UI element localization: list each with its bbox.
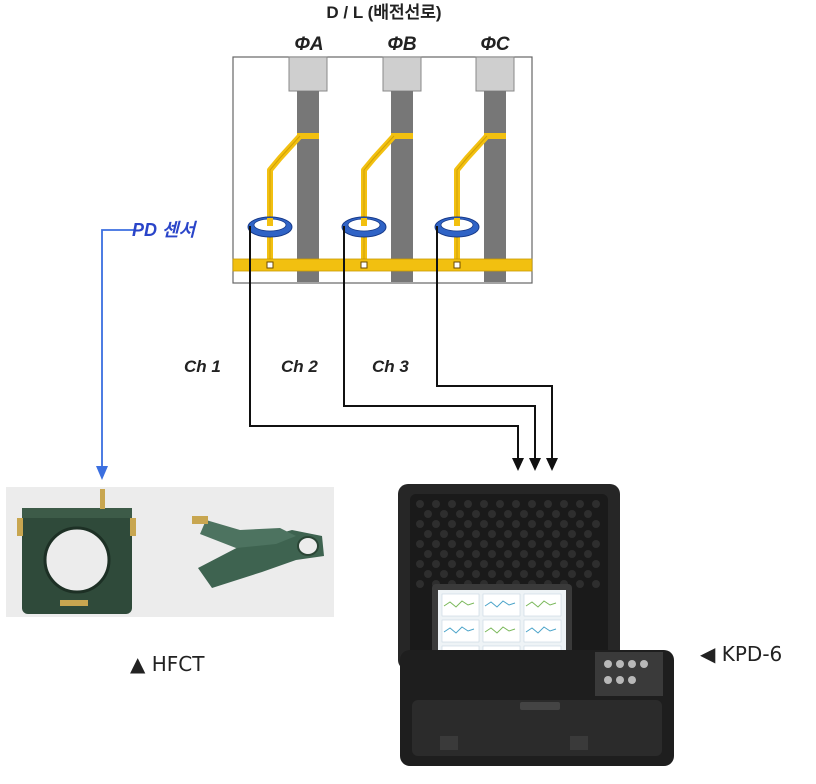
arrow-ch3 — [546, 458, 558, 471]
pd-sensor-ring-b — [341, 216, 387, 238]
ground-lead-b — [361, 133, 413, 262]
kpd-6-device — [398, 484, 674, 766]
cable-ch3 — [436, 226, 553, 458]
hfct-photo — [6, 487, 334, 617]
cable-ch2 — [343, 226, 536, 458]
cable-ch1 — [249, 226, 519, 458]
hfct-clamp-sensor — [192, 516, 324, 588]
kpd-6-caption: ◀ KPD-6 — [700, 642, 782, 666]
distribution-line-panel — [232, 56, 533, 284]
pd-sensor-ring-a — [247, 216, 293, 238]
hfct-caption: ▲ HFCT — [130, 652, 205, 676]
ground-lead-c — [454, 133, 506, 262]
channel-1-label: Ch 1 — [184, 357, 221, 376]
channel-2-label: Ch 2 — [281, 357, 318, 376]
ground-bus — [232, 258, 533, 272]
connector-panel — [595, 652, 663, 696]
foam-padding — [416, 500, 600, 588]
pd-sensor-pointer — [96, 229, 134, 480]
line-title: D / L (배전선로) — [326, 3, 441, 22]
phase-b-label: ΦB — [387, 34, 417, 55]
channel-3-label: Ch 3 — [372, 357, 409, 376]
arrow-ch2 — [529, 458, 541, 471]
signal-cables — [249, 226, 553, 458]
phase-c-label: ΦC — [480, 34, 510, 55]
pd-sensor-label: PD 센서 — [132, 220, 198, 240]
ground-lead-a — [267, 133, 319, 262]
hfct-split-core-sensor — [17, 489, 136, 614]
phase-a-label: ΦA — [294, 34, 323, 55]
arrow-ch1 — [512, 458, 524, 471]
pd-sensor-ring-c — [434, 216, 480, 238]
